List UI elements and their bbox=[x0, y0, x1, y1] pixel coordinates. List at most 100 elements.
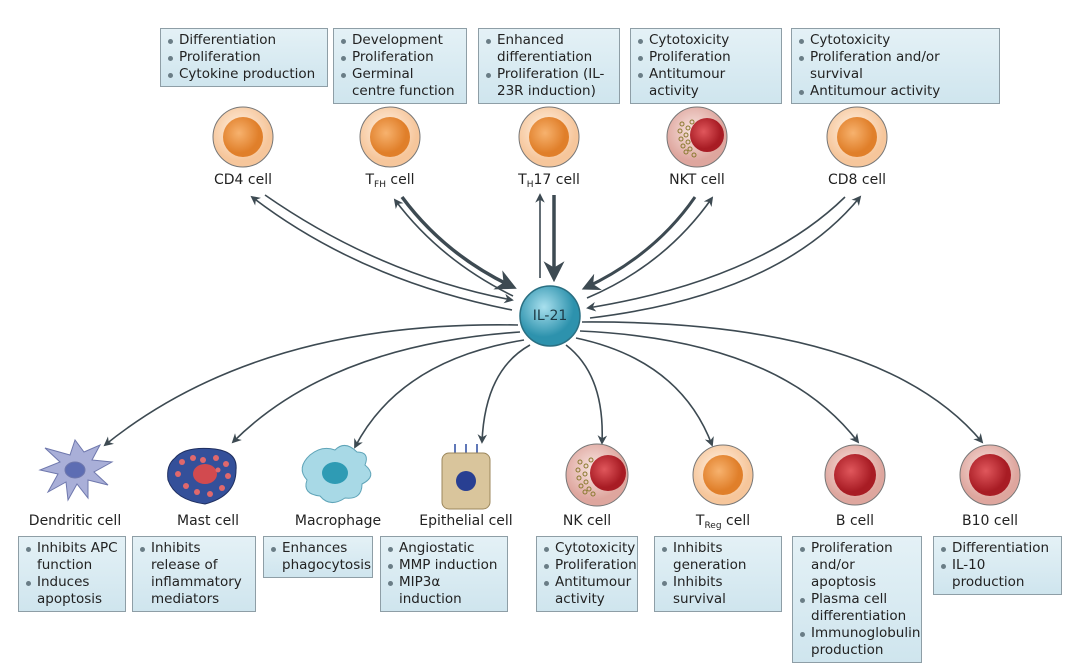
effect-item: Proliferation (IL-23R induction) bbox=[485, 66, 613, 100]
mast-cell-icon bbox=[167, 447, 237, 505]
effect-item: Angiostatic bbox=[387, 540, 501, 557]
effect-item: Antitumour activity bbox=[798, 83, 993, 100]
label-part: CD4 cell bbox=[213, 172, 273, 188]
treg-cell-icon bbox=[692, 444, 754, 506]
effect-item: Germinal centre function bbox=[340, 66, 460, 100]
arrow-il21-to-treg bbox=[575, 337, 714, 447]
effect-item: Cytotoxicity bbox=[798, 32, 993, 49]
treg-cell-label: TReg cell bbox=[696, 513, 750, 531]
arrow-il21-to-tfh bbox=[393, 198, 514, 297]
label-part: CD8 cell bbox=[827, 172, 887, 188]
label-part: B cell bbox=[835, 513, 875, 529]
effect-item: Proliferation bbox=[637, 49, 775, 66]
b-cell-label: B cell bbox=[836, 513, 874, 531]
arrows bbox=[103, 193, 984, 449]
label-part: T bbox=[518, 172, 527, 188]
tfh-cell-label: TFH cell bbox=[365, 172, 414, 190]
effect-item: Inhibits generation bbox=[661, 540, 775, 574]
label-part: T bbox=[695, 513, 705, 529]
label-part: Mast cell bbox=[177, 513, 239, 529]
effect-item: Differentiation bbox=[940, 540, 1055, 557]
mast-effects-box: Inhibits release of inflammatory mediato… bbox=[132, 536, 256, 612]
macrophage-cell-label: Macrophage bbox=[295, 513, 381, 531]
il21-node bbox=[519, 285, 581, 347]
cd8-cell-icon bbox=[826, 106, 888, 168]
nk-cell-icon bbox=[565, 443, 629, 507]
arrow-il21-to-cd8 bbox=[589, 195, 862, 319]
b10-cell-label: B10 cell bbox=[962, 513, 1018, 531]
il21-label: IL-21 bbox=[532, 308, 568, 324]
effect-item: MMP induction bbox=[387, 557, 501, 574]
effect-item: Antitumour activity bbox=[637, 66, 775, 100]
arrow-nkt-to-il21 bbox=[581, 196, 697, 290]
effect-item: Immunoglobulin production bbox=[799, 625, 920, 659]
nkt-cell-label: NKT cell bbox=[669, 172, 725, 190]
effect-item: Proliferation and/or apoptosis bbox=[799, 540, 915, 591]
epithelial-cell-label: Epithelial cell bbox=[419, 513, 512, 531]
label-part: 17 cell bbox=[533, 172, 580, 188]
effect-item: Cytotoxicity bbox=[543, 540, 635, 557]
effect-item: Development bbox=[340, 32, 460, 49]
arrow-il21-to-cd4 bbox=[250, 195, 513, 311]
effect-item: Inhibits survival bbox=[661, 574, 775, 608]
effect-item: Plasma cell differentiation bbox=[799, 591, 915, 625]
dendritic-cell-label: Dendritic cell bbox=[29, 513, 121, 531]
b10-cell-icon bbox=[959, 444, 1021, 506]
label-part: Dendritic cell bbox=[28, 513, 122, 529]
arrow-il21-to-mast bbox=[231, 331, 521, 444]
label-part: H bbox=[526, 180, 534, 190]
th17-cell-label: TH17 cell bbox=[518, 172, 580, 190]
arrow-cd8-to-il21 bbox=[586, 196, 846, 312]
arrow-cd4-to-il21 bbox=[264, 194, 514, 304]
epithelial-cell-icon bbox=[441, 444, 491, 510]
th17-cell-icon bbox=[518, 106, 580, 168]
effect-item: Enhanced differentiation bbox=[485, 32, 613, 66]
cd4-cell-label: CD4 cell bbox=[214, 172, 272, 190]
effect-item: Proliferation bbox=[340, 49, 460, 66]
effect-item: Enhances phagocytosis bbox=[270, 540, 371, 574]
effect-item: Antitumour activity bbox=[543, 574, 631, 608]
effect-item: Proliferation bbox=[167, 49, 321, 66]
effect-item: Proliferation bbox=[543, 557, 637, 574]
effect-item: Cytotoxicity bbox=[637, 32, 775, 49]
arrow-il21-to-nkt bbox=[586, 196, 714, 299]
label-part: NKT cell bbox=[669, 172, 725, 188]
arrow-il21-to-epithelial bbox=[477, 344, 531, 444]
cd4-cell-icon bbox=[212, 106, 274, 168]
cd8-cell-label: CD8 cell bbox=[828, 172, 886, 190]
effect-item: Induces apoptosis bbox=[25, 574, 119, 608]
arrow-tfh-to-il21 bbox=[400, 195, 517, 290]
effect-item: Differentiation bbox=[167, 32, 321, 49]
label-part: NK cell bbox=[562, 513, 612, 529]
label-part: Reg bbox=[704, 521, 722, 531]
label-part: cell bbox=[385, 172, 415, 188]
arrow-il21-to-b bbox=[579, 330, 860, 444]
b-cell-icon bbox=[824, 444, 886, 506]
arrow-il21-to-nk bbox=[565, 344, 608, 445]
label-part: Epithelial cell bbox=[419, 513, 513, 529]
macrophage-effects-box: Enhances phagocytosis bbox=[263, 536, 373, 578]
arrow-il21-to-dendritic bbox=[103, 324, 519, 447]
label-part: Macrophage bbox=[294, 513, 382, 529]
label-part: cell bbox=[721, 513, 751, 529]
nk-cell-label: NK cell bbox=[563, 513, 611, 531]
label-part: FH bbox=[374, 180, 386, 190]
label-part: B10 cell bbox=[962, 513, 1018, 529]
label-part: T bbox=[365, 172, 375, 188]
arrow-il21-to-macrophage bbox=[354, 339, 525, 449]
tfh-cell-icon bbox=[359, 106, 421, 168]
dendritic-cell-icon bbox=[38, 438, 114, 502]
arrow-il21-to-b10 bbox=[581, 321, 984, 444]
macrophage-icon bbox=[301, 445, 372, 503]
effect-item: Inhibits APC function bbox=[25, 540, 119, 574]
